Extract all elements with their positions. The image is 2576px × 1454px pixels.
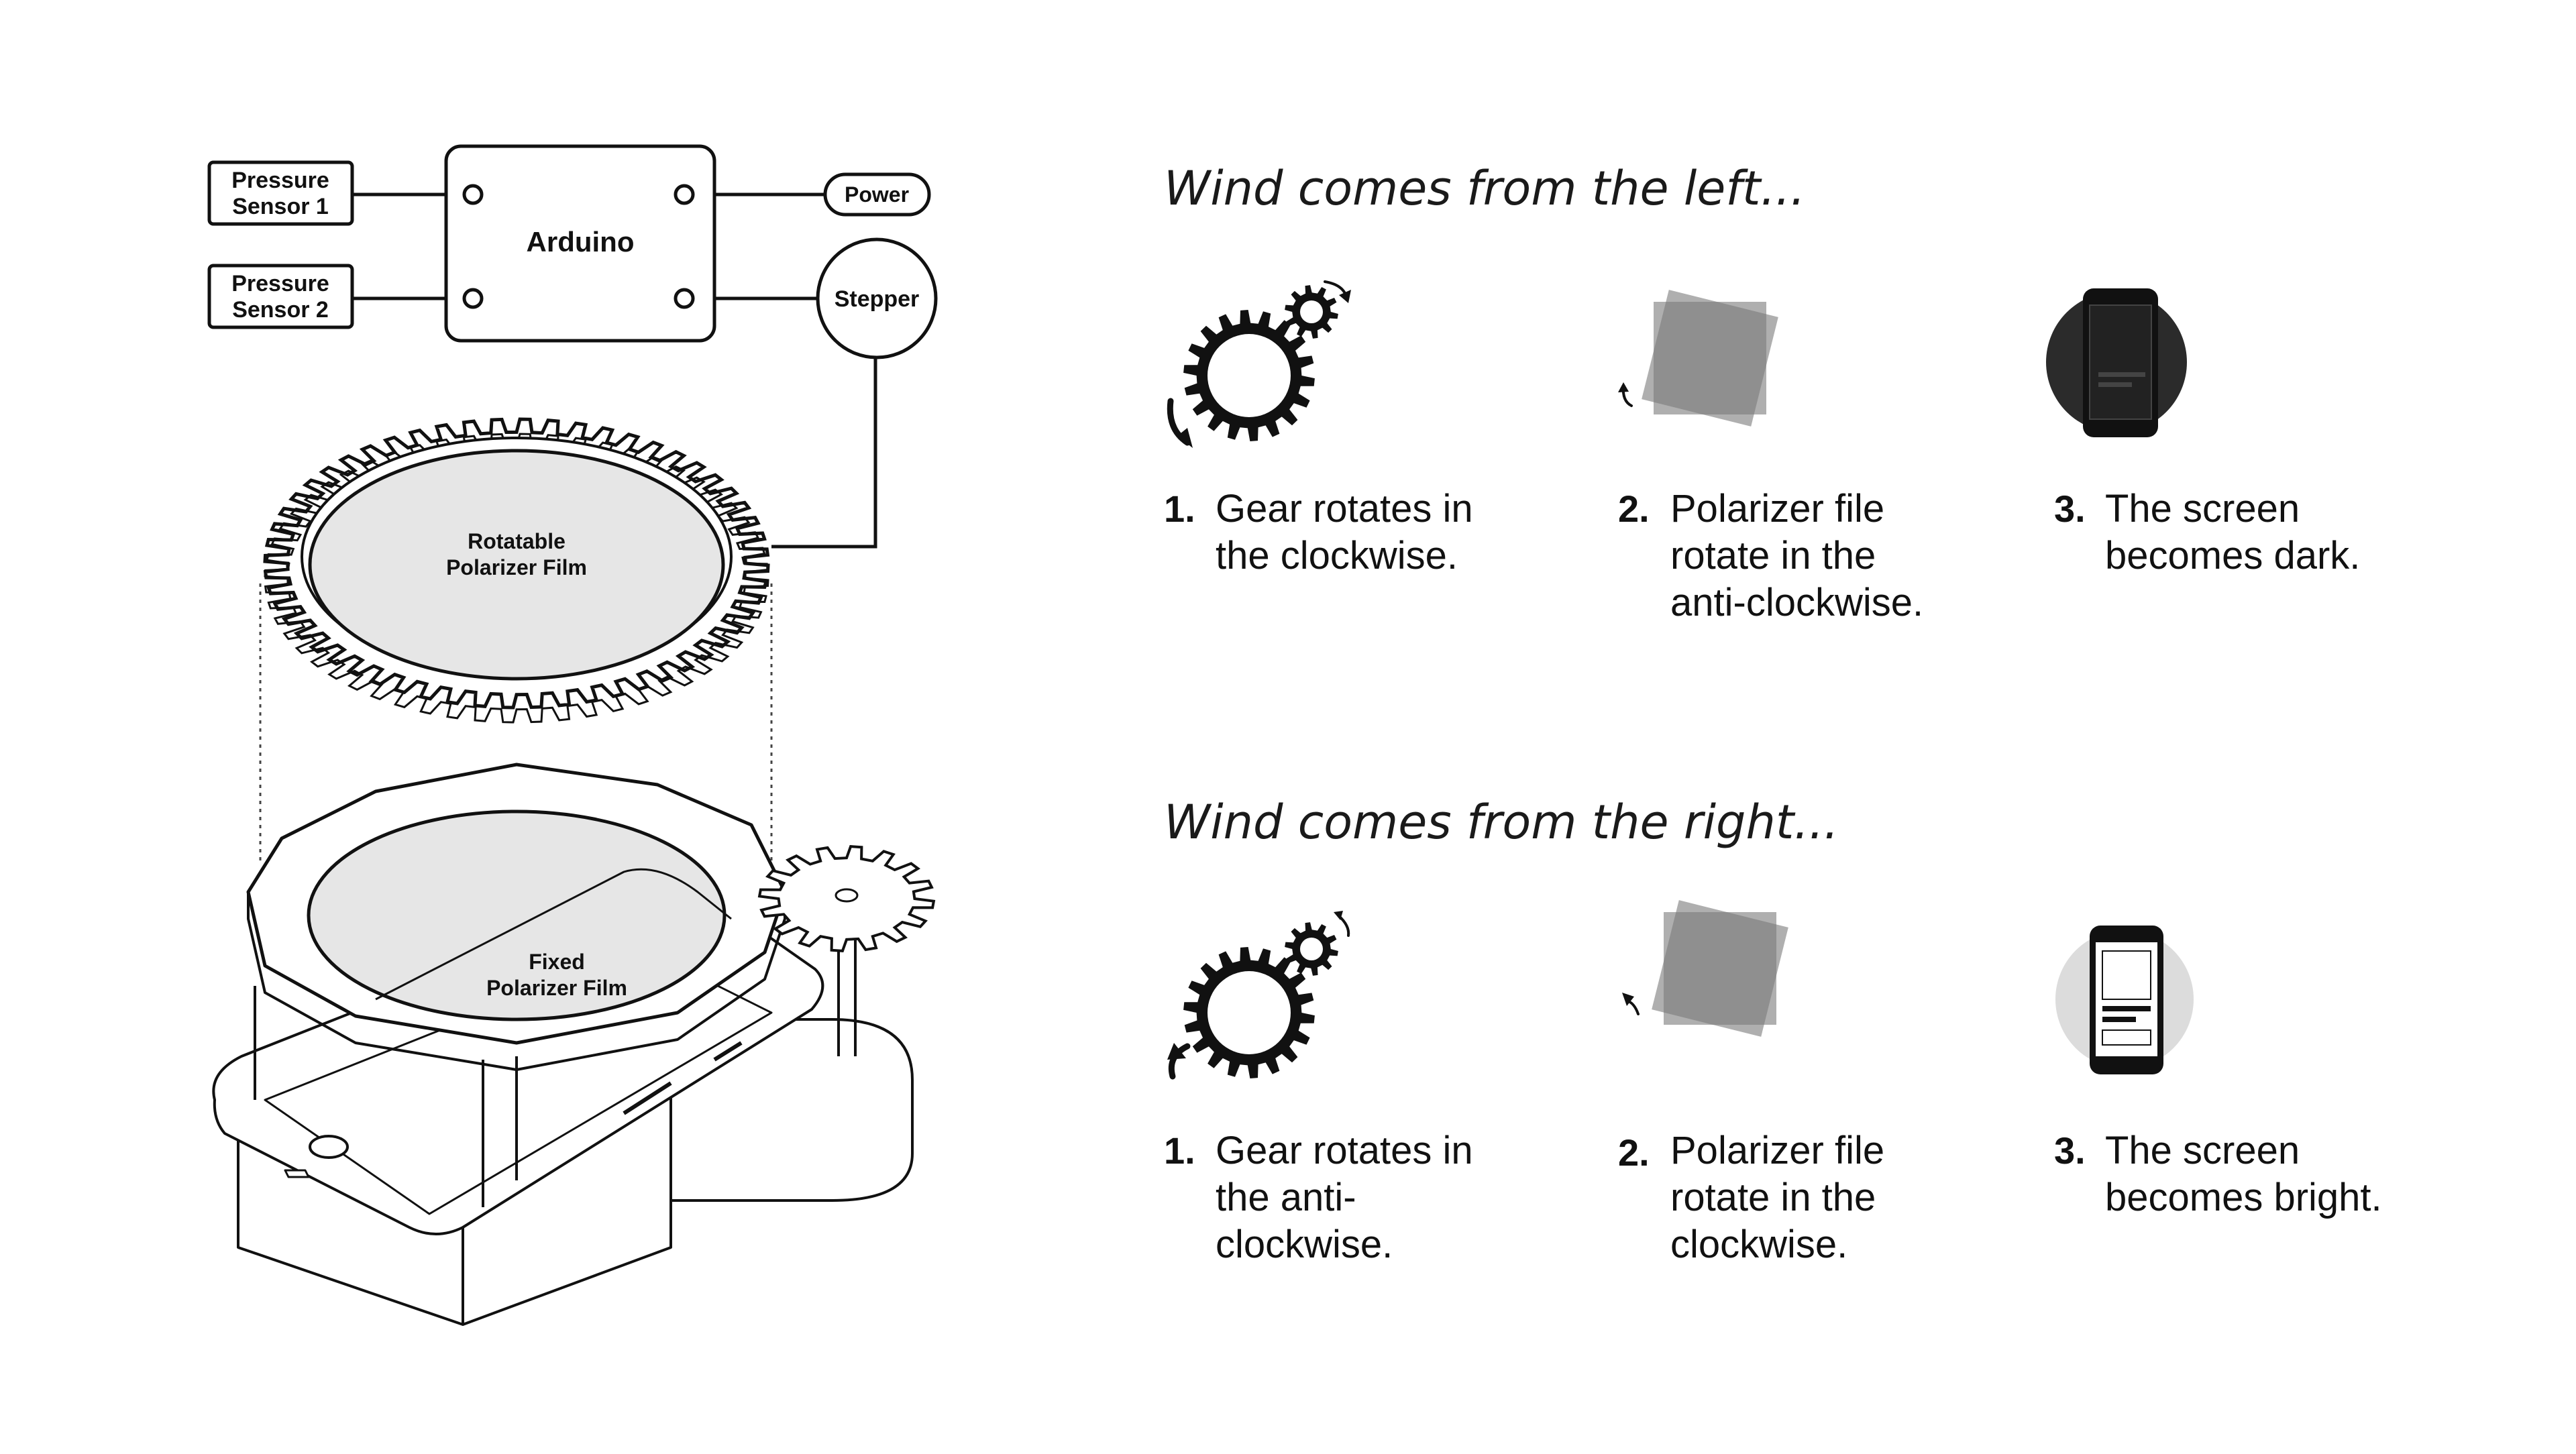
step-1-line-2: the clockwise.	[1216, 534, 1458, 577]
scenario-left-heading: Wind comes from the left...	[1164, 161, 1805, 216]
circuit-diagram	[207, 144, 938, 549]
alignment-lines	[259, 583, 773, 865]
step-1-number: 1.	[1164, 488, 1195, 530]
step-3-line-1: The screen	[2105, 487, 2300, 530]
phone-home-button	[309, 1135, 349, 1159]
step-1b-number: 1.	[1164, 1129, 1195, 1172]
sensor2-label-line2: Sensor 2	[232, 297, 329, 323]
steps-row-2: 1. Gear rotates in the anti- clockwise. …	[1164, 1129, 2382, 1266]
step-3b-line-1: The screen	[2105, 1129, 2300, 1172]
sensor1-label-line2: Sensor 1	[232, 194, 329, 219]
base-assembly	[212, 763, 914, 1326]
step-3-number: 3.	[2054, 488, 2086, 530]
step-2b-line-1: Polarizer file	[1670, 1129, 1884, 1172]
arduino-box	[444, 144, 716, 343]
step-1b-line-2: the anti-	[1216, 1176, 1356, 1219]
dark-phone-icon	[2046, 288, 2187, 437]
stepper-circle	[816, 237, 938, 359]
rotatable-film-label-line1: Rotatable	[468, 529, 566, 553]
step-2-line-3: anti-clockwise.	[1670, 581, 1923, 624]
step-1-line-1: Gear rotates in	[1216, 487, 1473, 530]
step-3b-number: 3.	[2054, 1129, 2086, 1172]
power-label: Power	[845, 182, 909, 207]
polarizer-squares-icon	[1618, 290, 1778, 427]
step-2-line-2: rotate in the	[1670, 534, 1876, 577]
step-1b-line-3: clockwise.	[1216, 1223, 1393, 1266]
rotatable-film-label-line2: Polarizer Film	[446, 555, 587, 579]
step-2b-line-2: rotate in the	[1670, 1176, 1876, 1219]
step-2-line-1: Polarizer file	[1670, 487, 1884, 530]
polarizer-squares-icon-2	[1622, 900, 1788, 1037]
gear-pair-icon-2	[1167, 911, 1350, 1080]
gear-pair-icon	[1167, 280, 1351, 448]
step-2b-line-3: clockwise.	[1670, 1223, 1847, 1266]
scenario-right-heading: Wind comes from the right...	[1164, 795, 1839, 850]
rotatable-film	[308, 449, 725, 681]
sensor2-label-line1: Pressure	[231, 271, 329, 296]
rotatable-gear-ring: Rotatable Polarizer Film	[263, 417, 770, 724]
fixed-film-label-line1: Fixed	[529, 950, 585, 974]
stepper-label: Stepper	[835, 286, 920, 312]
step-3b-line-2: becomes bright.	[2105, 1176, 2382, 1219]
power-pill	[823, 172, 931, 217]
step-2b-number: 2.	[1618, 1131, 1650, 1174]
drive-gear	[757, 845, 936, 952]
sensor1-label-line1: Pressure	[231, 168, 329, 193]
fixed-film-label-line2: Polarizer Film	[486, 976, 627, 1000]
step-2-number: 2.	[1618, 488, 1650, 530]
fixed-film	[307, 809, 727, 1021]
pressure-sensor-2-box	[207, 264, 354, 329]
circuit-labels: Pressure Sensor 1 Pressure Sensor 2 Ardu…	[231, 168, 919, 323]
bright-phone-icon	[2055, 926, 2194, 1074]
pressure-sensor-1-box	[207, 160, 354, 226]
step-3-line-2: becomes dark.	[2105, 534, 2360, 577]
arduino-label: Arduino	[527, 226, 635, 258]
step-1b-line-1: Gear rotates in	[1216, 1129, 1473, 1172]
steps-row-1: 1. Gear rotates in the clockwise. 2. Pol…	[1164, 487, 2360, 624]
